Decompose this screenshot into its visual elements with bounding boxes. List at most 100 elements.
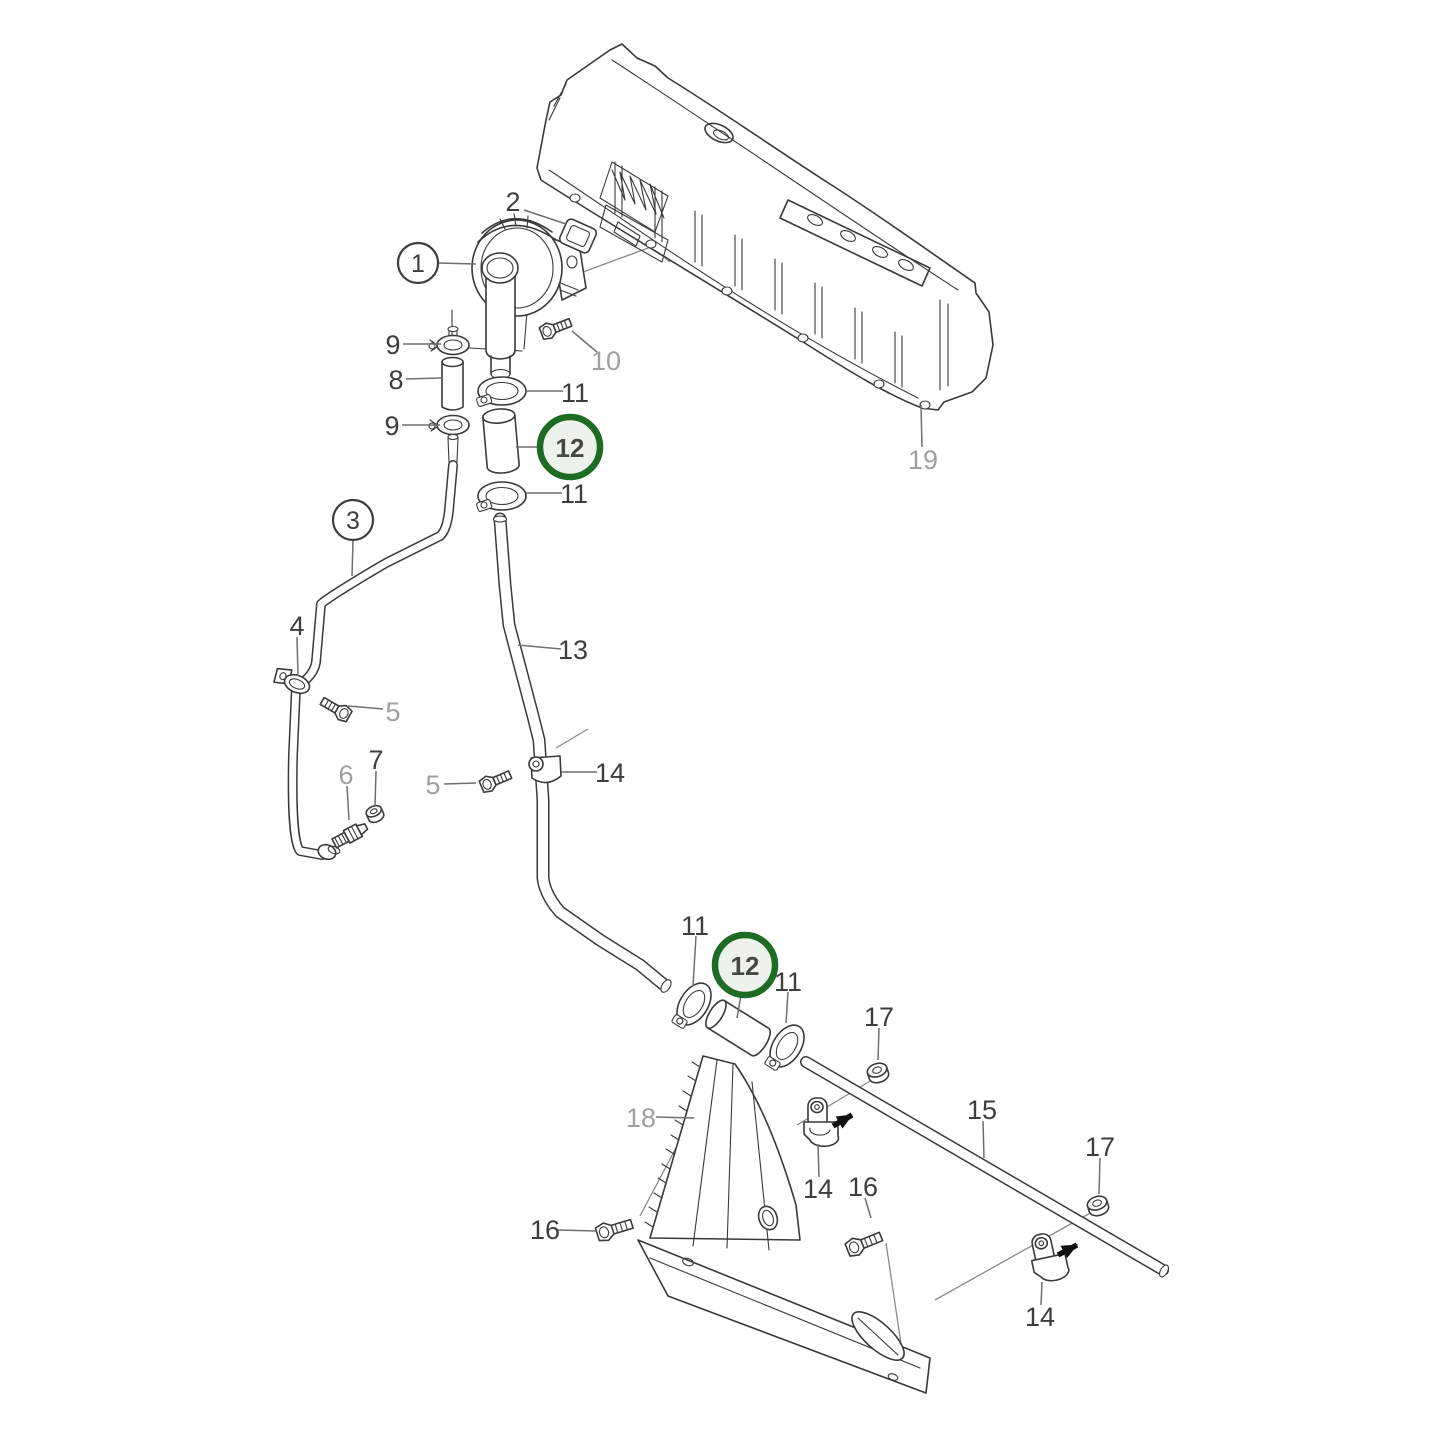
callout-8-8: 8	[388, 365, 442, 395]
part-number-label: 14	[595, 758, 625, 788]
part-number-label: 5	[385, 697, 400, 727]
callout-4-3: 4	[289, 611, 305, 677]
highlight-ring	[711, 931, 779, 999]
valve-cover-ribs	[614, 161, 949, 391]
part-number-label: 11	[681, 911, 709, 941]
leader-line	[655, 1116, 695, 1119]
valve-cover-panel	[779, 199, 931, 287]
part-number-label: 14	[803, 1174, 833, 1204]
highlight-ring	[536, 413, 604, 481]
callout-7-6: 7	[368, 745, 384, 807]
callout-11-17: 11	[681, 911, 709, 987]
pipe-3-end-fitting	[317, 843, 341, 861]
part-number-label: 12	[731, 951, 760, 981]
install-arrow-1	[831, 1112, 854, 1129]
leader-line	[351, 539, 354, 577]
hose-12b	[705, 999, 771, 1057]
part-number-label: 3	[346, 507, 360, 535]
bolt-5a	[319, 696, 353, 723]
nut-17a	[866, 1062, 890, 1084]
part-number-label: 9	[384, 411, 399, 441]
callout-9-7: 9	[385, 330, 441, 360]
part-number-label: 17	[864, 1002, 894, 1032]
clamp-9a	[428, 334, 470, 356]
leader-line	[346, 785, 350, 821]
leader-line	[437, 262, 477, 265]
part-number-label: 16	[530, 1215, 560, 1245]
part-number-label: 10	[591, 346, 621, 376]
clamp-11b	[476, 481, 527, 512]
part-number-label: 11	[560, 479, 588, 509]
leader-line	[517, 644, 562, 650]
hose-12b-stack	[671, 982, 805, 1071]
pipe-13	[492, 512, 672, 993]
callout-15-22: 15	[967, 1095, 997, 1159]
nut-7	[365, 804, 385, 824]
bracket-edge-hatching	[644, 1061, 701, 1228]
callout-5-16: 5	[425, 770, 477, 800]
callout-9-9: 9	[384, 411, 440, 441]
callout-12-18: 12	[711, 931, 779, 1019]
valve-cover-lattice	[599, 161, 669, 263]
part-number-label: 5	[425, 770, 440, 800]
leader-line	[523, 209, 567, 225]
install-arrow-2	[1056, 1242, 1079, 1259]
clamp-4	[273, 667, 311, 695]
leader-line	[296, 636, 299, 677]
callout-19-28: 19	[908, 404, 938, 475]
bracket-foot-pad	[851, 1311, 905, 1361]
callout-circle	[331, 498, 375, 542]
nut-17b	[1086, 1195, 1110, 1217]
pipe-15	[800, 1056, 1169, 1278]
bracket-18	[637, 1055, 931, 1394]
clamp-14a	[528, 755, 562, 784]
leader-line	[920, 404, 923, 448]
part-number-label: 4	[289, 611, 304, 641]
valve-cover-bosses	[569, 193, 931, 410]
callout-10-10: 10	[571, 330, 621, 376]
clamp-11c	[671, 982, 712, 1029]
part-number-label: 2	[505, 187, 520, 217]
callout-17-23: 17	[1085, 1132, 1115, 1195]
leader-line	[1098, 1157, 1101, 1195]
leader-line	[405, 377, 442, 380]
part-number-label: 19	[908, 445, 938, 475]
leader-line	[864, 1197, 872, 1219]
callout-13-14: 13	[517, 635, 588, 665]
fitting-6	[331, 823, 369, 849]
leader-line	[347, 705, 384, 710]
callout-14-24: 14	[803, 1143, 833, 1204]
callout-1-0: 1	[396, 241, 477, 285]
leader-line	[692, 935, 697, 987]
hose-8	[441, 356, 464, 411]
callout-16-25: 16	[530, 1215, 597, 1245]
leader-line	[557, 1229, 597, 1232]
callout-12-12: 12	[516, 413, 604, 481]
bolt-16b	[844, 1231, 884, 1257]
part-number-label: 18	[626, 1103, 656, 1133]
part-number-label: 15	[967, 1095, 997, 1125]
callout-11-19: 11	[774, 967, 802, 1024]
part-number-label: 9	[385, 330, 400, 360]
leader-line	[571, 330, 598, 353]
bolt-16a	[594, 1218, 634, 1242]
clip-14b	[803, 1097, 840, 1148]
part-number-label: 11	[774, 967, 802, 997]
callout-18-21: 18	[626, 1103, 695, 1133]
leader-line	[374, 770, 377, 807]
leader-line	[817, 1143, 820, 1178]
leader-line	[736, 994, 742, 1019]
callout-14-27: 14	[1025, 1281, 1055, 1332]
clamp-11d	[764, 1024, 805, 1071]
valve-cover	[536, 43, 994, 411]
bolt-5b	[478, 770, 513, 794]
callout-11-11: 11	[526, 378, 589, 408]
part-number-label: 6	[338, 760, 353, 790]
clip-14c	[1030, 1233, 1070, 1282]
oil-filler-hole	[704, 122, 734, 144]
hose-8-stack	[428, 325, 470, 463]
breather-elbow	[481, 252, 519, 386]
hose-12a	[482, 408, 520, 474]
